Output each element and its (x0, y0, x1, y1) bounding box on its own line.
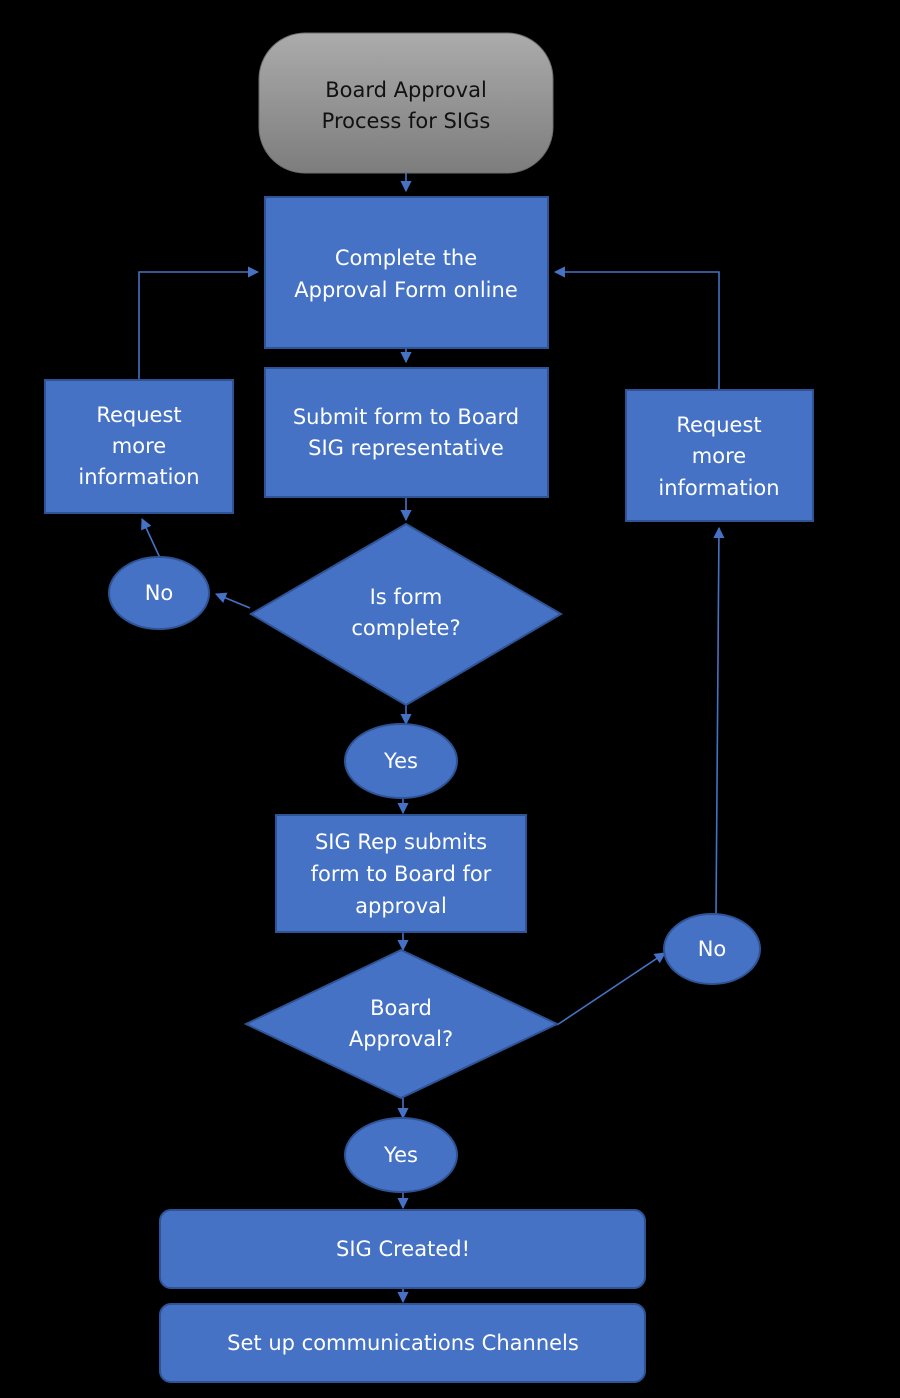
sig-created-label: SIG Created! (336, 1237, 470, 1261)
request-info-left-label-line1: Request (96, 403, 181, 427)
no-form-incomplete-label: No (145, 581, 174, 605)
board-approval-label-line2: Approval? (349, 1027, 453, 1051)
sig-rep-submits-label-line3: approval (355, 894, 447, 918)
title-node-label-line1: Board Approval (325, 78, 487, 102)
node-submit-form[interactable]: Submit form to Board SIG representative (264, 367, 549, 498)
yes-board-approved-label: Yes (383, 1143, 418, 1167)
submit-form-label-line2: SIG representative (308, 436, 504, 460)
is-form-complete-label-line2: complete? (351, 616, 460, 640)
node-title[interactable]: Board Approval Process for SIGs (258, 32, 554, 174)
node-request-info-left[interactable]: Request more information (44, 379, 234, 514)
node-sig-created[interactable]: SIG Created! (159, 1209, 646, 1289)
board-approval-shape (243, 948, 560, 1100)
sig-rep-submits-label-line1: SIG Rep submits (315, 830, 487, 854)
yes-form-complete-label: Yes (383, 749, 418, 773)
board-approval-label-line1: Board (370, 996, 432, 1020)
no-board-rejected-label: No (698, 937, 727, 961)
request-info-right-label-line1: Request (676, 413, 761, 437)
node-set-up-comms[interactable]: Set up communications Channels (159, 1303, 646, 1383)
node-board-approval[interactable]: Board Approval? (243, 948, 560, 1100)
request-info-right-label-line2: more (692, 444, 746, 468)
request-info-left-label-line2: more (112, 434, 166, 458)
edge-no-to-request-info-left (141, 517, 161, 559)
request-info-right-label-line3: information (658, 476, 779, 500)
connector-layer (138, 172, 725, 1304)
edge-request-info-left-to-complete-form (138, 266, 260, 380)
node-sig-rep-submits[interactable]: SIG Rep submits form to Board for approv… (275, 814, 527, 933)
title-node-shape (258, 32, 554, 174)
edge-no-to-request-info-right (713, 526, 725, 916)
node-is-form-complete[interactable]: Is form complete? (249, 522, 563, 707)
request-info-left-label-line3: information (78, 465, 199, 489)
request-info-left-shape (44, 379, 234, 514)
node-yes-form-complete[interactable]: Yes (344, 723, 458, 799)
set-up-comms-shape (159, 1303, 646, 1383)
request-info-right-shape (625, 389, 814, 522)
submit-form-shape (264, 367, 549, 498)
no-board-rejected-shape (663, 913, 761, 985)
title-node-label-line2: Process for SIGs (322, 109, 491, 133)
complete-form-label-line1: Complete the (335, 246, 477, 270)
node-request-info-right[interactable]: Request more information (625, 389, 814, 522)
is-form-complete-shape (249, 522, 563, 707)
node-no-form-incomplete[interactable]: No (108, 556, 210, 630)
set-up-comms-label: Set up communications Channels (227, 1331, 579, 1355)
edge-board-approval-to-no (556, 952, 666, 1026)
sig-created-shape (159, 1209, 646, 1289)
edge-decision-to-no (214, 592, 251, 609)
no-form-incomplete-shape (108, 556, 210, 630)
sig-rep-submits-label-line2: form to Board for (311, 862, 492, 886)
yes-form-complete-shape (344, 723, 458, 799)
sig-rep-submits-shape (275, 814, 527, 933)
edge-request-info-right-to-complete-form (553, 266, 720, 390)
complete-form-shape (264, 196, 549, 349)
yes-board-approved-shape (344, 1117, 458, 1193)
submit-form-label-line1: Submit form to Board (293, 405, 519, 429)
node-yes-board-approved[interactable]: Yes (344, 1117, 458, 1193)
node-no-board-rejected[interactable]: No (663, 913, 761, 985)
complete-form-label-line2: Approval Form online (294, 278, 517, 302)
node-complete-form[interactable]: Complete the Approval Form online (264, 196, 549, 349)
is-form-complete-label-line1: Is form (370, 585, 443, 609)
